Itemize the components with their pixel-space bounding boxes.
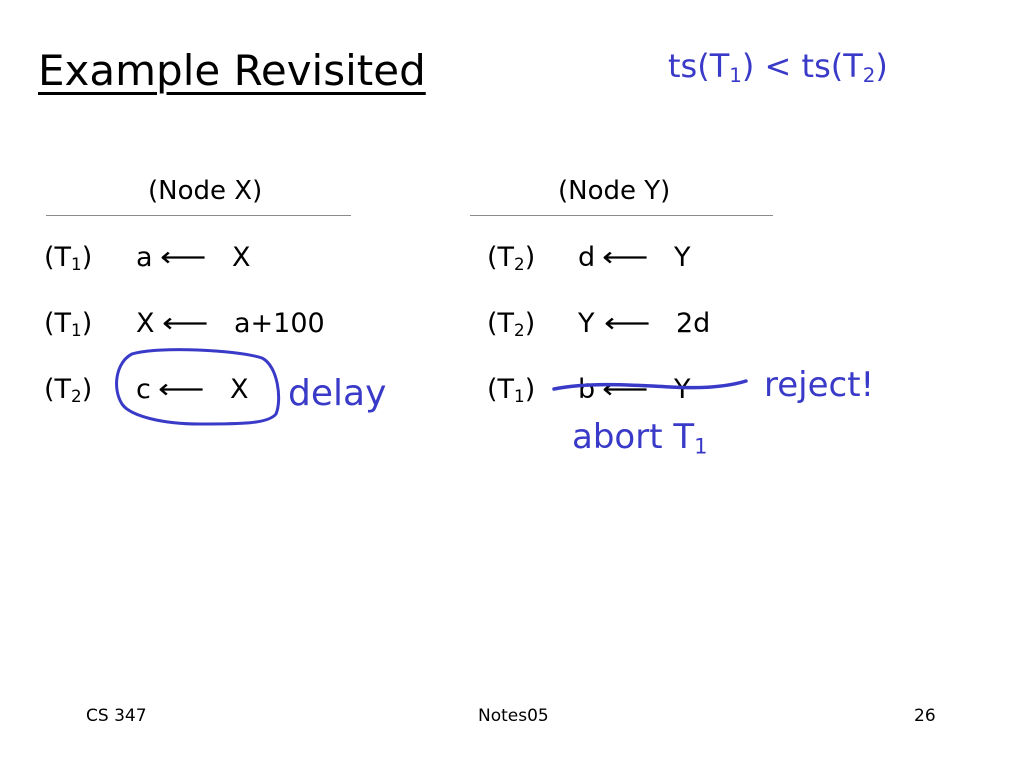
abort-prefix: abort T	[572, 417, 695, 457]
node-y-op-1-rhs: Y	[674, 242, 691, 273]
txn-prefix: (T	[487, 242, 515, 273]
node-x-op-2-lhs: X	[136, 308, 155, 339]
ts-second-index: 2	[862, 63, 876, 87]
node-y-op-2-arrow: ⟵	[604, 310, 650, 337]
ts-suffix: )	[875, 47, 888, 85]
txn-index: 2	[514, 320, 525, 341]
node-x-op-1-txn: (T1)	[44, 242, 93, 275]
assign-arrow-icon: ⟵	[604, 308, 651, 339]
node-x-op-2-rhs: a+100	[234, 308, 325, 339]
node-y-op-2-txn: (T2)	[487, 308, 536, 341]
node-y-op-3-rhs: Y	[674, 374, 691, 405]
assign-arrow-icon: ⟵	[158, 374, 205, 405]
assign-arrow-icon: ⟵	[162, 308, 209, 339]
txn-suffix: )	[81, 308, 93, 339]
node-x-op-1-lhs: a	[136, 242, 153, 273]
node-y-op-3-txn: (T1)	[487, 374, 536, 407]
txn-index: 1	[514, 386, 525, 407]
node-x-op-1-arrow: ⟵	[160, 244, 206, 271]
txn-suffix: )	[81, 374, 93, 405]
delay-annotation: delay	[288, 373, 387, 414]
node-x-divider	[46, 215, 351, 216]
txn-prefix: (T	[44, 242, 72, 273]
reject-strikethrough	[552, 379, 748, 391]
node-y-op-1-txn: (T2)	[487, 242, 536, 275]
abort-annotation: abort T1	[572, 417, 708, 457]
node-x-op-3-txn: (T2)	[44, 374, 93, 407]
txn-index: 2	[71, 386, 82, 407]
node-x-op-3-lhs: c	[136, 374, 151, 405]
node-x-op-2-txn: (T1)	[44, 308, 93, 341]
node-y-op-2-rhs: 2d	[676, 308, 711, 339]
ts-prefix: ts(T	[668, 47, 730, 85]
txn-prefix: (T	[487, 374, 515, 405]
node-x-header: (Node X)	[148, 176, 263, 206]
abort-index: 1	[694, 433, 708, 459]
txn-prefix: (T	[487, 308, 515, 339]
slide-title: Example Revisited	[38, 46, 426, 95]
node-x-op-3-rhs: X	[230, 374, 249, 405]
assign-arrow-icon: ⟵	[602, 242, 649, 273]
footer-course: CS 347	[86, 706, 147, 726]
footer-notes: Notes05	[478, 706, 549, 726]
timestamp-order-note: ts(T1) < ts(T2)	[668, 47, 888, 85]
node-x-op-2-arrow: ⟵	[162, 310, 208, 337]
txn-suffix: )	[524, 242, 536, 273]
txn-prefix: (T	[44, 374, 72, 405]
node-y-op-3-arrow: ⟵	[602, 376, 648, 403]
ts-middle: ) < ts(T	[741, 47, 863, 85]
node-x-op-1-rhs: X	[232, 242, 251, 273]
node-y-header: (Node Y)	[558, 176, 671, 206]
node-y-op-2-lhs: Y	[578, 308, 595, 339]
node-y-op-1-lhs: d	[578, 242, 596, 273]
assign-arrow-icon: ⟵	[602, 374, 649, 405]
node-y-op-3-lhs: b	[578, 374, 596, 405]
footer-page-number: 26	[914, 706, 936, 726]
delay-circle	[115, 348, 281, 426]
assign-arrow-icon: ⟵	[160, 242, 207, 273]
txn-suffix: )	[524, 374, 536, 405]
txn-prefix: (T	[44, 308, 72, 339]
txn-suffix: )	[81, 242, 93, 273]
txn-index: 2	[514, 254, 525, 275]
txn-index: 1	[71, 320, 82, 341]
node-y-divider	[470, 215, 773, 216]
node-y-op-1-arrow: ⟵	[602, 244, 648, 271]
node-x-op-3-arrow: ⟵	[158, 376, 204, 403]
txn-index: 1	[71, 254, 82, 275]
txn-suffix: )	[524, 308, 536, 339]
reject-annotation: reject!	[764, 365, 875, 405]
ts-first-index: 1	[729, 63, 742, 87]
